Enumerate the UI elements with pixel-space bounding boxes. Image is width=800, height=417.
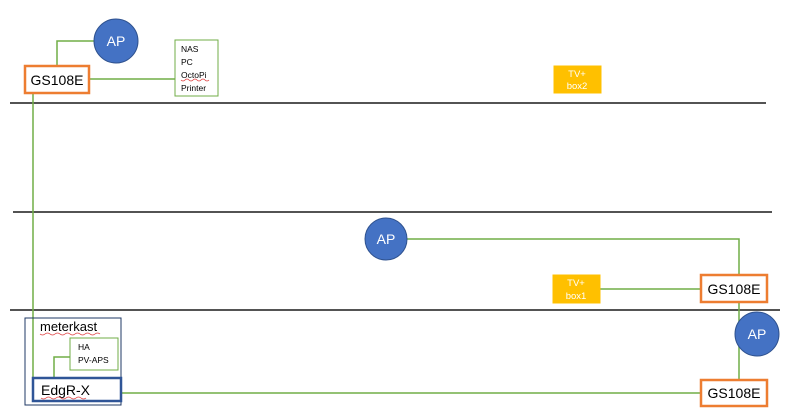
device-list-meterkast-item-1: PV-APS xyxy=(78,355,109,365)
link-middle-ap-switch xyxy=(406,238,740,275)
tv-box-2-rect xyxy=(553,65,602,94)
device-list-top-item-1: PC xyxy=(181,57,193,67)
meterkast: meterkast xyxy=(24,317,122,406)
ap-middle-label: AP xyxy=(377,231,396,247)
ap-ground-circle xyxy=(734,311,780,357)
device-list-meterkast-item-0: HA xyxy=(78,342,90,352)
switch-ground-box xyxy=(699,378,769,408)
tv-box-2-line-0: TV+ xyxy=(568,69,586,80)
spellcheck-underline-meterkast xyxy=(39,332,101,336)
switch-middle-label: GS108E xyxy=(708,281,761,297)
tv-box-2: TV+ box2 xyxy=(553,65,602,94)
tv-box-1: TV+ box1 xyxy=(552,274,601,304)
router-box xyxy=(31,376,123,403)
ap-top-label: AP xyxy=(107,33,126,49)
switch-top-label: GS108E xyxy=(31,72,84,88)
switch-top-box xyxy=(23,64,91,95)
ap-middle-circle xyxy=(364,217,408,261)
device-list-top-item-0: NAS xyxy=(181,44,199,54)
switch-ground-label: GS108E xyxy=(708,385,761,401)
switch-middle-box xyxy=(699,273,769,304)
spellcheck-underline-octopi xyxy=(180,78,210,82)
spellcheck-underline-router xyxy=(40,396,87,400)
switch-middle: GS108E xyxy=(699,273,769,304)
link-router-ha xyxy=(53,356,70,378)
device-list-meterkast: HA PV-APS xyxy=(69,337,119,371)
meterkast-box xyxy=(24,317,122,406)
device-list-top-item-2: OctoPi xyxy=(181,70,207,80)
ap-top: AP xyxy=(93,18,139,64)
tv-box-1-rect xyxy=(552,274,601,304)
ap-top-circle xyxy=(93,18,139,64)
ap-ground-label: AP xyxy=(748,326,767,342)
meterkast-title: meterkast xyxy=(40,319,97,334)
switch-top: GS108E xyxy=(23,64,91,95)
device-list-top-box xyxy=(174,39,219,97)
device-list-top: NAS PC OctoPi Printer xyxy=(174,39,219,97)
ap-ground: AP xyxy=(734,311,780,357)
tv-box-2-line-1: box2 xyxy=(567,81,588,92)
tv-box-1-line-1: box1 xyxy=(566,291,587,302)
router: EdgR-X xyxy=(31,376,123,403)
device-list-meterkast-box xyxy=(69,337,119,371)
tv-box-1-line-0: TV+ xyxy=(567,278,585,289)
switch-ground: GS108E xyxy=(699,378,769,408)
ap-middle: AP xyxy=(364,217,408,261)
device-list-top-item-3: Printer xyxy=(181,83,206,93)
router-label: EdgR-X xyxy=(41,382,91,398)
